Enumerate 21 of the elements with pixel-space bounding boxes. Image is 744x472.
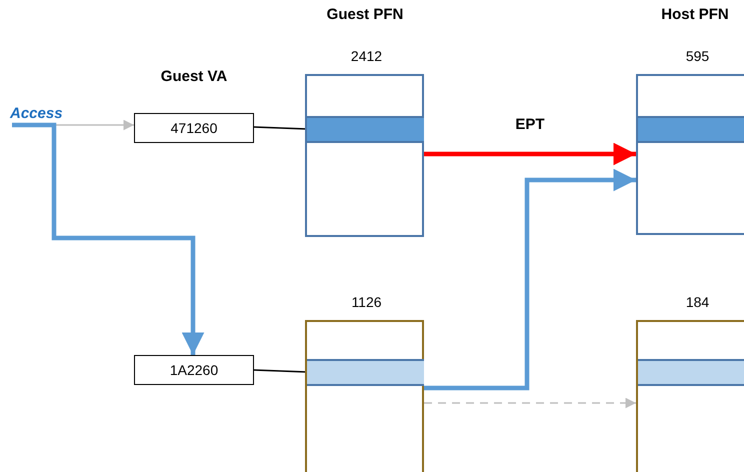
arrow <box>424 142 636 166</box>
column-heading: Guest VA <box>160 66 228 87</box>
column-heading: Guest PFN <box>326 4 404 25</box>
access-label: Access <box>10 104 64 124</box>
arrow <box>424 398 636 408</box>
page-entry-bar <box>638 116 744 143</box>
arrow <box>12 122 204 355</box>
address-value: 1A2260 <box>170 360 218 380</box>
page-number: 184 <box>684 293 710 312</box>
page-number: 595 <box>684 47 710 66</box>
page-entry-bar <box>307 359 424 386</box>
page-number: 2412 <box>350 47 384 66</box>
page-entry-bar <box>638 359 744 386</box>
connector-line <box>254 369 308 373</box>
connector-line <box>254 126 308 130</box>
page-entry-bar <box>307 116 424 143</box>
column-heading: Host PFN <box>661 4 729 25</box>
address-value: 471260 <box>170 118 218 138</box>
page-number: 1126 <box>350 293 383 312</box>
arrow <box>54 120 134 130</box>
arrow <box>424 168 636 390</box>
